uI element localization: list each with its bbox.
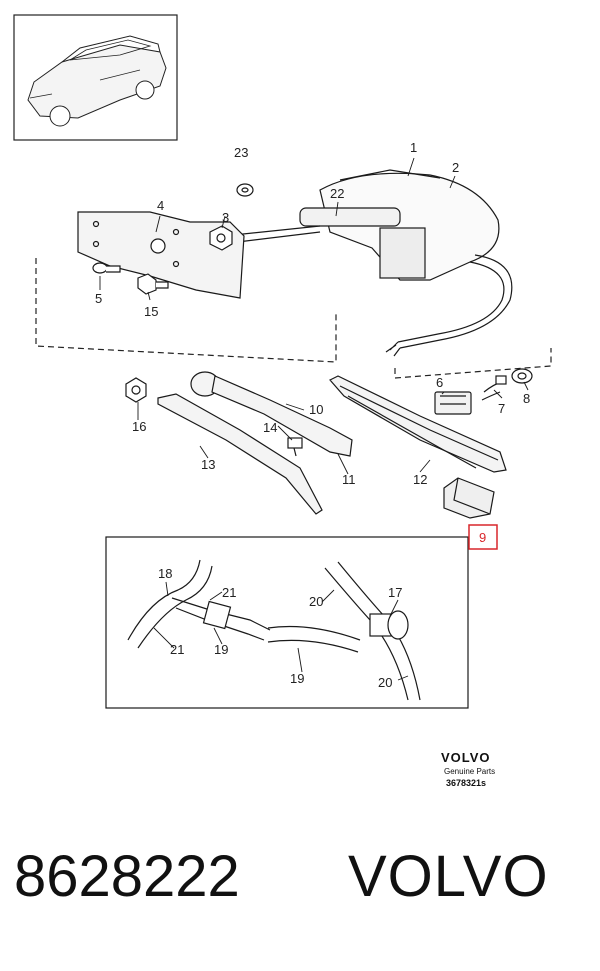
label-23: 23 (234, 145, 248, 160)
bracket-plate (77, 211, 245, 299)
car-thumbnail (13, 14, 178, 141)
label-20-bottom: 20 (378, 675, 392, 690)
brand-name: VOLVO (348, 844, 549, 909)
washer-23 (236, 183, 254, 197)
wiper-blade-11 (329, 375, 507, 473)
parts-diagram: 1 2 3 4 5 6 7 8 10 11 12 13 14 15 16 22 … (13, 14, 552, 788)
part-9 (443, 477, 495, 519)
logo-subtitle: Genuine Parts (444, 767, 495, 776)
label-13: 13 (201, 457, 215, 472)
label-19-top: 19 (214, 642, 228, 657)
label-3: 3 (222, 210, 229, 225)
label-9: 9 (479, 530, 486, 545)
callout-labels: 1 2 3 4 5 6 7 8 10 11 12 13 14 15 16 22 … (95, 140, 530, 690)
volvo-genuine-parts-logo: VOLVO Genuine Parts 3678321s (441, 750, 495, 788)
part-number: 8628222 (14, 844, 240, 909)
label-7: 7 (498, 401, 505, 416)
label-15: 15 (144, 304, 158, 319)
label-12: 12 (413, 472, 427, 487)
wiper-arm-10 (190, 371, 353, 457)
label-22: 22 (330, 186, 344, 201)
wiper-arm-13 (157, 393, 323, 515)
label-6: 6 (436, 375, 443, 390)
assembly-frames (35, 258, 552, 379)
label-20-top: 20 (309, 594, 323, 609)
logo-brand: VOLVO (441, 750, 491, 765)
connector-6 (434, 391, 472, 415)
label-19-bottom: 19 (290, 671, 304, 686)
label-5: 5 (95, 291, 102, 306)
label-14: 14 (263, 420, 277, 435)
screw-5 (92, 262, 121, 274)
label-18: 18 (158, 566, 172, 581)
clip-14 (287, 437, 303, 457)
label-21-top: 21 (222, 585, 236, 600)
label-11: 11 (342, 472, 356, 487)
screw-15 (137, 273, 169, 295)
grommet-8 (511, 368, 533, 384)
highlighted-callout-9[interactable]: 9 (468, 524, 498, 550)
label-1: 1 (410, 140, 417, 155)
label-10: 10 (309, 402, 323, 417)
wiper-blade-12 (347, 395, 477, 469)
motor-cable (385, 254, 513, 357)
label-16: 16 (132, 419, 146, 434)
leader-lines (99, 157, 529, 681)
label-17: 17 (388, 585, 402, 600)
label-2: 2 (452, 160, 459, 175)
label-8: 8 (523, 391, 530, 406)
nut-3 (209, 225, 233, 251)
hose-detail-frame (105, 536, 469, 709)
wiper-motor (204, 169, 500, 281)
terminal-7 (481, 375, 507, 401)
label-21-bottom: 21 (170, 642, 184, 657)
nut-16 (125, 377, 147, 403)
label-4: 4 (157, 198, 164, 213)
logo-code: 3678321s (446, 778, 486, 788)
